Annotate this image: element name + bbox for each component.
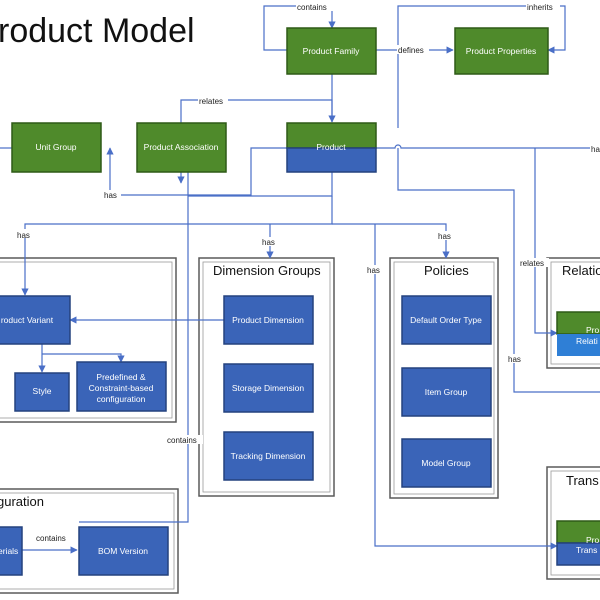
node-label: Constraint-based <box>89 383 154 393</box>
edge-label-has-right: has <box>591 145 600 154</box>
edge-label-has-lower: has <box>508 355 521 364</box>
edge-label-inherits: inherits <box>527 3 553 12</box>
group-title-configuration: guration <box>0 494 44 509</box>
group-title-transactions: Trans <box>566 473 599 488</box>
node-label: Model Group <box>421 458 470 468</box>
node-label: Relati <box>576 336 598 346</box>
node-storage-dimension[interactable]: Storage Dimension <box>223 363 314 413</box>
node-label: Unit Group <box>35 142 76 152</box>
node-tracking-dimension[interactable]: Tracking Dimension <box>223 431 314 481</box>
node-label: erials <box>0 546 18 556</box>
node-label: BOM Version <box>98 546 148 556</box>
node-default-order-type[interactable]: Default Order Type <box>401 295 492 345</box>
node-product-transaction[interactable]: Pro Trans <box>556 520 600 566</box>
node-label: Default Order Type <box>410 315 482 325</box>
node-label: Pro <box>586 325 600 335</box>
node-label: Product <box>316 142 346 152</box>
edge-label-relates: relates <box>199 97 223 106</box>
node-bill-of-materials[interactable]: erials <box>0 526 23 576</box>
node-product-family[interactable]: Product Family <box>286 27 377 75</box>
node-label: roduct Variant <box>1 315 54 325</box>
node-label: Trans <box>576 545 597 555</box>
edge-label-contains-config: contains <box>167 436 197 445</box>
edge-label-contains-bom: contains <box>36 534 66 543</box>
edge-label-relates-right: relates <box>520 259 544 268</box>
node-label: Predefined & <box>96 372 145 382</box>
node-item-group[interactable]: Item Group <box>401 367 492 417</box>
group-title-policies: Policies <box>424 263 469 278</box>
node-label: Style <box>33 386 52 396</box>
page-title: roduct Model <box>0 12 195 50</box>
node-product-association[interactable]: Product Association <box>136 122 227 173</box>
node-product-dimension[interactable]: Product Dimension <box>223 295 314 345</box>
node-label: configuration <box>97 394 146 404</box>
node-label: Pro <box>586 535 600 545</box>
node-product[interactable]: Product <box>286 122 377 173</box>
node-label: Product Association <box>144 142 219 152</box>
edge-label-defines: defines <box>398 46 424 55</box>
node-predefined-configuration[interactable]: Predefined & Constraint-based configurat… <box>76 361 167 412</box>
edge-label-has-unit: has <box>104 191 117 200</box>
node-unit-group[interactable]: Unit Group <box>11 122 102 173</box>
node-product-relation[interactable]: Pro Relati <box>556 311 600 356</box>
node-style[interactable]: Style <box>14 372 70 412</box>
node-bom-version[interactable]: BOM Version <box>78 526 169 576</box>
edge-labels: contains inherits defines relates has ha… <box>16 2 600 543</box>
node-label: Product Properties <box>466 46 536 56</box>
edge-label-has-variant: has <box>17 231 30 240</box>
node-model-group[interactable]: Model Group <box>401 438 492 488</box>
node-product-properties[interactable]: Product Properties <box>454 27 549 75</box>
node-label: Product Family <box>303 46 360 56</box>
node-label: Item Group <box>425 387 468 397</box>
group-title-dimension-groups: Dimension Groups <box>213 263 321 278</box>
node-product-variant[interactable]: roduct Variant <box>0 295 71 345</box>
edge-label-has-trans: has <box>367 266 380 275</box>
group-title-relations: Relatio <box>562 263 600 278</box>
edge-label-contains-top: contains <box>297 3 327 12</box>
node-label: Product Dimension <box>232 315 304 325</box>
edge-label-has-policies: has <box>438 232 451 241</box>
node-label: Storage Dimension <box>232 383 305 393</box>
edge-label-has-dimension: has <box>262 238 275 247</box>
node-label: Tracking Dimension <box>231 451 306 461</box>
